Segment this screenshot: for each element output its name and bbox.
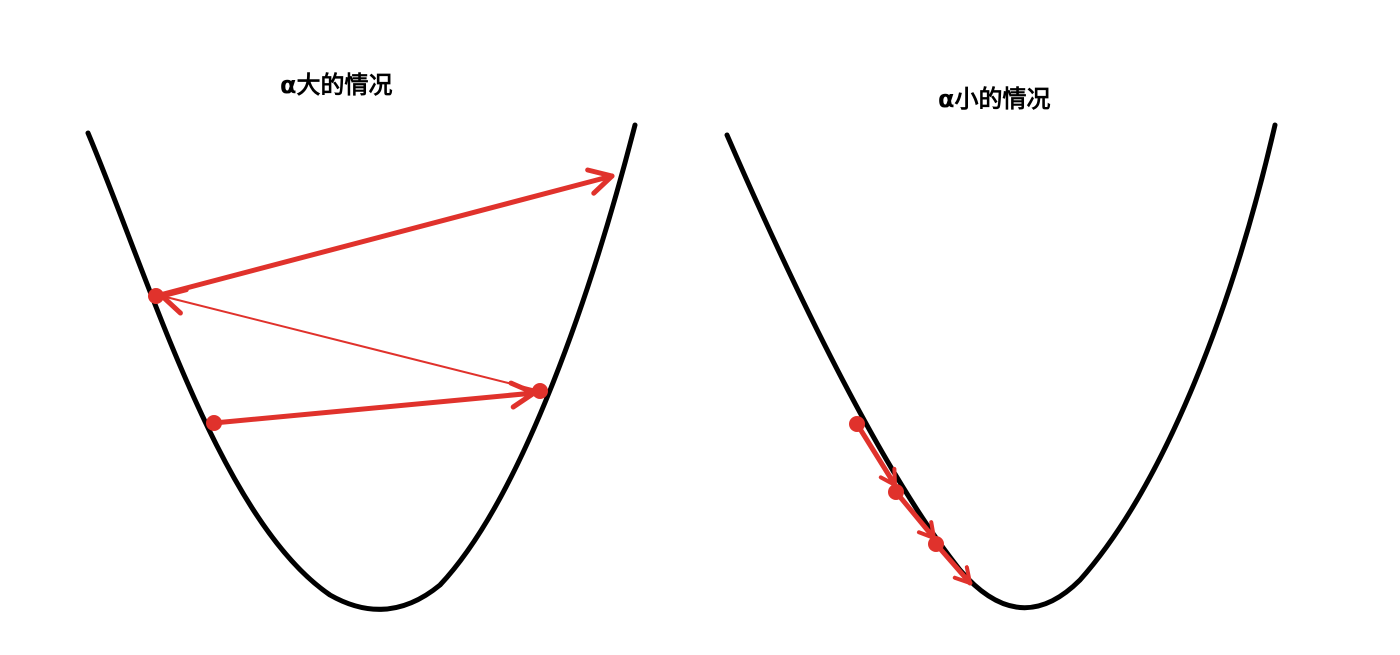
small-step-1-arrow (854, 421, 898, 488)
small-step-2-arrow (893, 489, 937, 541)
small-step-point-1 (849, 416, 865, 432)
gradient-step-3-arrow (153, 167, 615, 299)
gradient-step-1-arrow (211, 380, 537, 426)
small-step-point-3 (928, 536, 944, 552)
cost-curve-left (85, 122, 638, 612)
step-point-3 (148, 288, 164, 304)
step-point-1 (206, 415, 222, 431)
panel-large-alpha (85, 122, 638, 612)
step-point-2 (532, 383, 548, 399)
panel-title-small-alpha: α小的情况 (938, 85, 1051, 113)
gradient-step-2-arrow (159, 287, 541, 392)
panel-small-alpha (724, 122, 1278, 611)
cost-curve-right (724, 122, 1278, 611)
panel-title-large-alpha: α大的情况 (280, 71, 393, 99)
small-step-point-2 (888, 484, 904, 500)
small-step-3-arrow (933, 541, 973, 586)
